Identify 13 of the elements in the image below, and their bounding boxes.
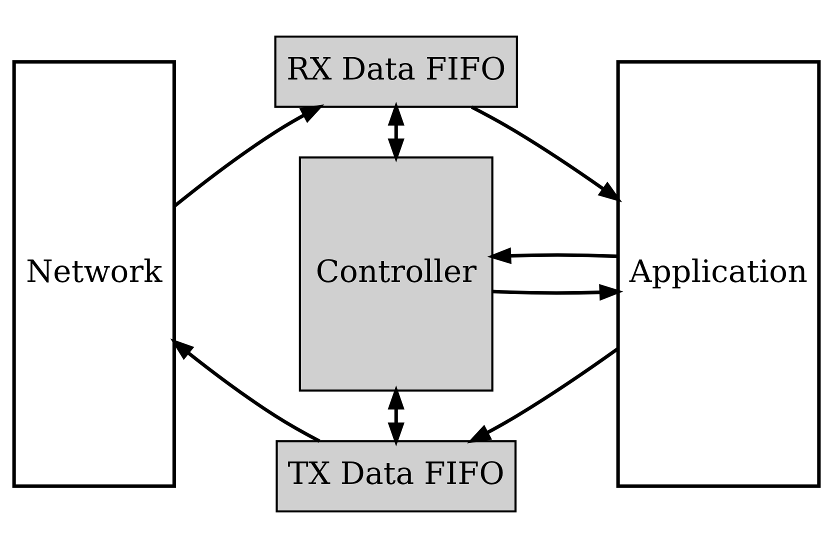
node-box: TX Data FIFO xyxy=(276,440,517,512)
arrow xyxy=(487,247,618,264)
arrow xyxy=(170,338,320,443)
arrow xyxy=(492,284,624,301)
arrow xyxy=(470,106,622,202)
node-box: Controller xyxy=(298,156,494,392)
arrow xyxy=(173,104,324,208)
arrow xyxy=(467,347,619,444)
node-box: Network xyxy=(12,60,176,488)
node-box: Application xyxy=(616,60,821,488)
arrow xyxy=(388,102,404,162)
arrow xyxy=(388,386,404,446)
node-box: RX Data FIFO xyxy=(274,36,518,108)
